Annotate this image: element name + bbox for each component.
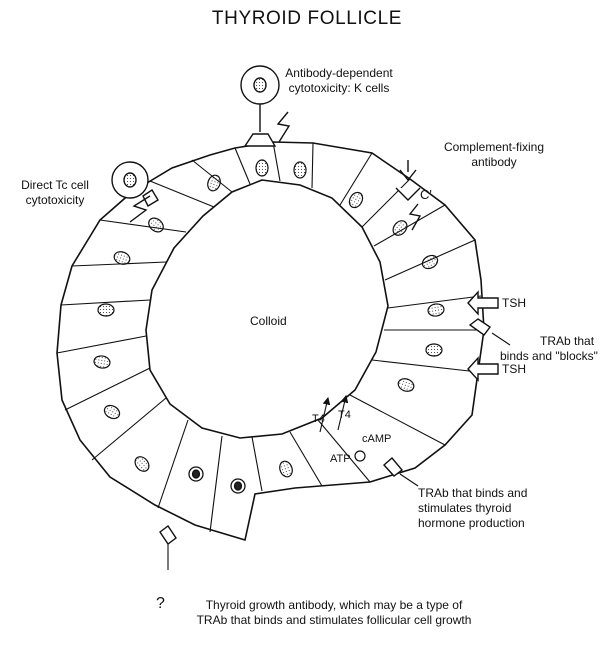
complement-antibody — [396, 160, 420, 200]
tsh-label-bottom: TSH — [502, 362, 526, 377]
complement-c-prime: C' — [420, 187, 432, 202]
colloid-label: Colloid — [250, 314, 287, 329]
camp-symbol — [355, 451, 365, 461]
atp-label: ATP — [330, 452, 351, 467]
tsh-label-top: TSH — [502, 296, 526, 311]
trab-blocks-label: TRAb that binds and "blocks" — [500, 334, 598, 364]
camp-label: cAMP — [362, 432, 391, 447]
tc-cell — [112, 162, 158, 206]
inner-colloid-wall — [146, 180, 388, 438]
t4-label-left: T4 — [312, 412, 325, 427]
trab-stimulates-label: TRAb that binds and stimulates thyroid h… — [418, 486, 527, 531]
t4-label-right: T4 — [338, 408, 351, 423]
growth-antibody-label: Thyroid growth antibody, which may be a … — [162, 598, 506, 628]
